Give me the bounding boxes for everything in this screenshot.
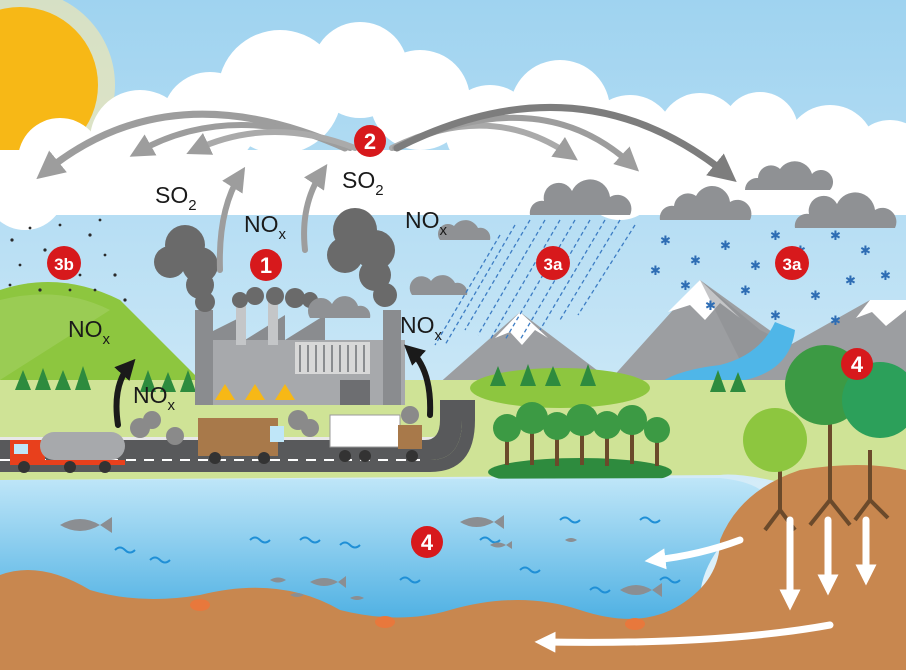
marker-2: 2	[354, 125, 386, 157]
svg-text:✱: ✱	[720, 239, 731, 254]
truck-icon-2	[329, 414, 422, 462]
rain-streaks	[434, 219, 636, 346]
marker-3b: 3b	[47, 246, 81, 280]
soil	[0, 465, 906, 670]
factory-icon	[195, 300, 405, 405]
svg-text:✱: ✱	[705, 299, 716, 314]
svg-text:✱: ✱	[660, 234, 671, 249]
svg-text:✱: ✱	[690, 254, 701, 269]
nox-label-factory-right: NOx	[400, 312, 443, 344]
gray-clouds	[307, 161, 897, 318]
runoff-arrows	[534, 516, 877, 653]
vehicle-exhaust	[130, 406, 419, 445]
snowflake-icon: ✱✱✱ ✱✱✱ ✱✱✱ ✱✱✱ ✱✱✱ ✱✱	[650, 229, 891, 329]
waves	[114, 516, 681, 594]
marker-1: 1	[250, 249, 282, 281]
svg-text:✱: ✱	[750, 259, 761, 274]
marker-3a-rain: 3a	[536, 246, 570, 280]
svg-text:✱: ✱	[650, 264, 661, 279]
nox-label-right: NOx	[405, 207, 448, 239]
smoke-plumes	[154, 208, 397, 312]
tanker-truck-icon	[10, 432, 125, 473]
nox-label-left-low: NOx	[133, 382, 176, 414]
svg-text:2: 2	[364, 129, 376, 154]
svg-text:✱: ✱	[845, 274, 856, 289]
svg-text:✱: ✱	[880, 269, 891, 284]
svg-text:✱: ✱	[770, 229, 781, 244]
transport-arrows	[36, 103, 737, 273]
crab-icon	[190, 599, 645, 630]
nox-label-center: NOx	[244, 211, 287, 243]
svg-text:✱: ✱	[770, 309, 781, 324]
svg-text:✱: ✱	[830, 229, 841, 244]
truck-icon	[198, 418, 284, 464]
nox-label-left-high: NOx	[68, 316, 111, 348]
svg-text:4: 4	[421, 530, 434, 555]
so2-label-left: SO2	[155, 182, 197, 214]
nox-emission-arrows	[113, 344, 434, 428]
marker-3a-snow: 3a	[775, 246, 809, 280]
marker-4-water: 4	[411, 526, 443, 558]
svg-text:3a: 3a	[544, 255, 563, 274]
conifer-row	[15, 364, 746, 392]
dry-deposition-particles	[8, 218, 127, 302]
so2-label-right: SO2	[342, 167, 384, 199]
svg-text:✱: ✱	[830, 314, 841, 329]
svg-text:3b: 3b	[54, 255, 74, 274]
svg-text:✱: ✱	[810, 289, 821, 304]
svg-text:✱: ✱	[740, 284, 751, 299]
svg-text:1: 1	[260, 253, 272, 278]
svg-text:✱: ✱	[860, 244, 871, 259]
svg-text:4: 4	[851, 352, 864, 377]
svg-text:✱: ✱	[680, 279, 691, 294]
marker-4-trees: 4	[841, 348, 873, 380]
fish-icon	[60, 515, 662, 600]
svg-text:3a: 3a	[783, 255, 802, 274]
